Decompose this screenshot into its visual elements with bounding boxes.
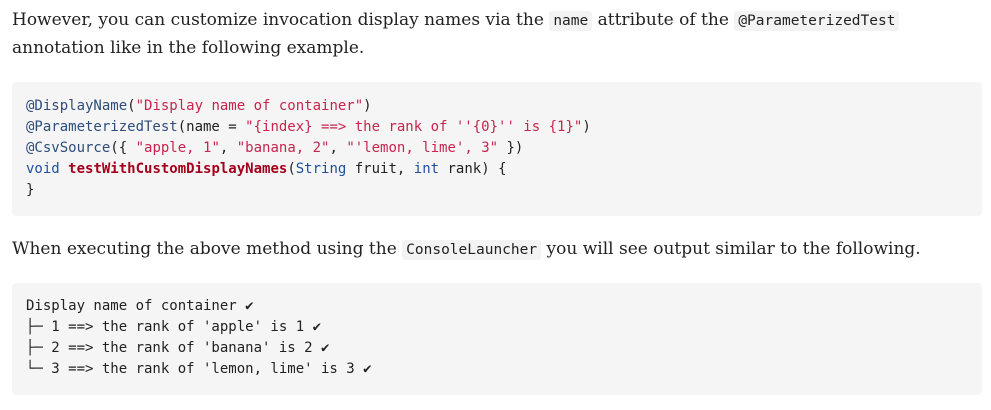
paragraph-text: However, you can customize invocation di…	[12, 10, 550, 30]
code-example-block: @DisplayName("Display name of container"…	[12, 82, 982, 216]
code-punct: )	[363, 98, 372, 114]
console-line-1: ├─ 1 ==> the rank of 'apple' is 1 ✔	[26, 319, 322, 335]
code-line-3: @CsvSource({ "apple, 1", "banana, 2", "'…	[26, 138, 968, 159]
code-punct: (	[127, 98, 136, 114]
code-punct: (	[287, 161, 296, 177]
code-param: rank) {	[439, 161, 507, 177]
string-literal: "'lemon, lime', 3"	[346, 140, 499, 156]
paragraph-console: When executing the above method using th…	[12, 236, 977, 264]
inline-code-name: name	[549, 11, 593, 31]
code-line-2: @ParameterizedTest(name = "{index} ==> t…	[26, 117, 968, 138]
type-int: int	[413, 161, 440, 177]
annotation-display-name: @DisplayName	[26, 98, 128, 114]
string-literal: "Display name of container"	[135, 98, 364, 114]
paragraph-text: you will see output similar to the follo…	[541, 239, 921, 259]
code-line-1: @DisplayName("Display name of container"…	[26, 96, 968, 117]
paragraph-intro: However, you can customize invocation di…	[12, 7, 977, 62]
code-punct: (name =	[177, 119, 246, 135]
paragraph-text: When executing the above method using th…	[12, 239, 403, 259]
code-param: fruit,	[346, 161, 414, 177]
inline-code-parameterized-test: @ParameterizedTest	[734, 11, 900, 31]
console-line-2: ├─ 2 ==> the rank of 'banana' is 2 ✔	[26, 340, 330, 356]
inline-code-console-launcher: ConsoleLauncher	[402, 240, 542, 260]
type-string: String	[295, 161, 347, 177]
code-punct: })	[498, 140, 524, 156]
annotation-parameterized-test: @ParameterizedTest	[26, 119, 178, 135]
closing-brace: }	[26, 182, 35, 198]
console-line-3: └─ 3 ==> the rank of 'lemon, lime' is 3 …	[26, 361, 372, 377]
method-name: testWithCustomDisplayNames	[68, 161, 288, 177]
console-output-block: Display name of container ✔ ├─ 1 ==> the…	[12, 283, 982, 395]
paragraph-text: annotation like in the following example…	[12, 38, 365, 58]
annotation-csv-source: @CsvSource	[26, 140, 111, 156]
code-punct: ,	[329, 140, 347, 156]
code-punct: ({	[110, 140, 136, 156]
code-punct	[60, 161, 68, 177]
code-line-5: }	[26, 180, 968, 201]
code-punct: ,	[219, 140, 237, 156]
code-punct: )	[582, 119, 591, 135]
console-line-root: Display name of container ✔	[26, 298, 254, 314]
string-literal: "{index} ==> the rank of ''{0}'' is {1}"	[245, 119, 583, 135]
string-literal: "apple, 1"	[135, 140, 220, 156]
string-literal: "banana, 2"	[236, 140, 330, 156]
code-line-4: void testWithCustomDisplayNames(String f…	[26, 159, 968, 180]
keyword-void: void	[26, 161, 60, 177]
paragraph-text: attribute of the	[592, 10, 735, 30]
